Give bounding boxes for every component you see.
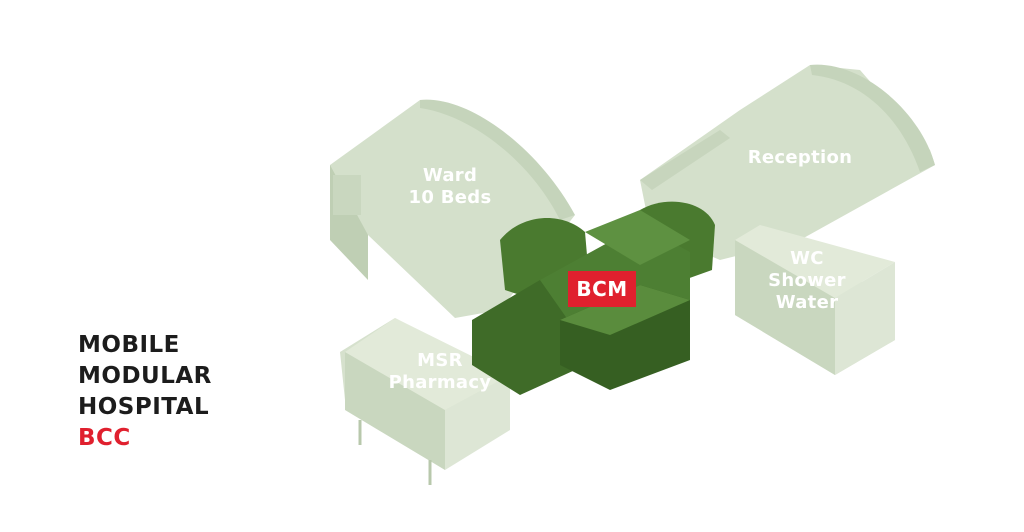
wc-label-line2: Shower (768, 270, 846, 291)
title-line-bcc: BCC (78, 425, 131, 451)
wc-label-line1: WC (790, 248, 824, 269)
ward-label: Ward 10 Beds (395, 165, 505, 209)
bcm-label-badge: BCM (568, 271, 636, 307)
title-line-hospital: HOSPITAL (78, 394, 210, 420)
wc-label-line3: Water (775, 292, 839, 313)
ward-label-line1: Ward (422, 165, 478, 186)
msr-label-line1: MSR (417, 350, 463, 371)
msr-label: MSR Pharmacy (380, 350, 500, 394)
wc-label: WC Shower Water (752, 248, 862, 314)
msr-label-line2: Pharmacy (388, 372, 492, 393)
title-line-mobile: MOBILE (78, 332, 180, 358)
page-title: MOBILE MODULAR HOSPITAL BCC (78, 330, 212, 454)
wc-module (735, 225, 895, 375)
title-line-modular: MODULAR (78, 363, 212, 389)
msr-module (340, 318, 510, 485)
ward-label-line2: 10 Beds (408, 187, 492, 208)
reception-label-line1: Reception (747, 147, 853, 168)
reception-module (640, 64, 935, 260)
reception-label: Reception (735, 147, 865, 169)
